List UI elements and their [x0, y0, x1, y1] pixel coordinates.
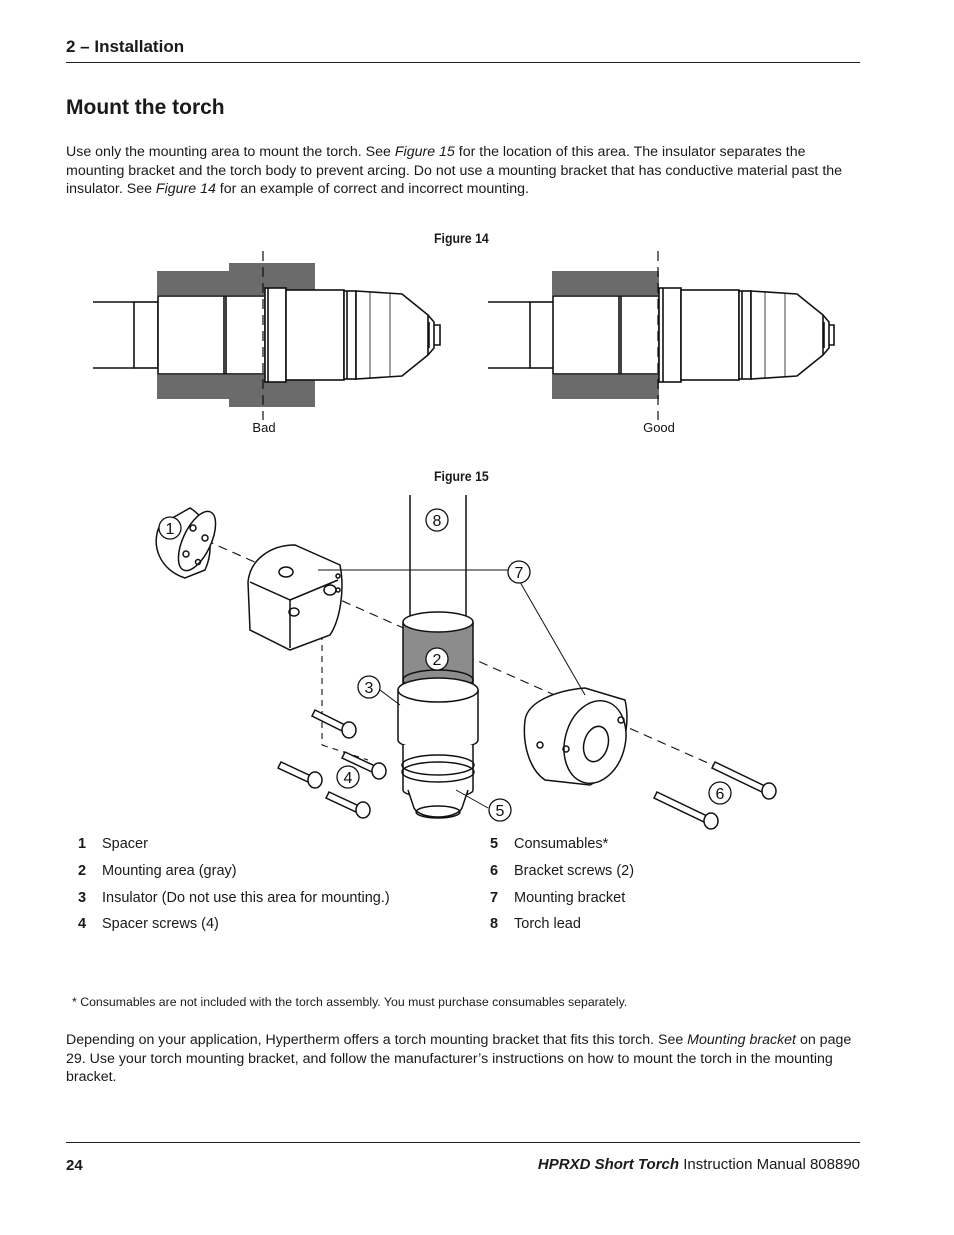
callout-1: 1	[158, 516, 182, 540]
intro-paragraph: Use only the mounting area to mount the …	[66, 144, 843, 197]
callout-3: 3	[357, 675, 381, 699]
svg-text:1: 1	[166, 521, 175, 538]
bad-mount-torch	[93, 251, 441, 420]
left-bracket-half	[247, 544, 343, 651]
bad-label: Bad	[252, 420, 275, 435]
figure-14-diagram: Bad Good	[93, 251, 835, 435]
closing-paragraph: Depending on your application, Hyperther…	[66, 1032, 852, 1085]
figure-14-reference: Figure 14	[155, 181, 216, 197]
figure-15-caption: Figure 15	[434, 468, 489, 484]
section-header: 2 – Installation	[66, 37, 185, 56]
callout-4: 4	[336, 765, 360, 789]
page-title: Mount the torch	[66, 96, 225, 119]
svg-text:3: 3	[365, 680, 374, 697]
svg-text:4: 4	[344, 770, 353, 787]
figure-15-reference: Figure 15	[394, 144, 455, 160]
svg-text:7: 7	[515, 565, 524, 582]
footer-rule	[66, 1142, 860, 1143]
callout-2: 2	[425, 647, 449, 671]
page-number: 24	[66, 1157, 83, 1174]
svg-text:6: 6	[716, 786, 725, 803]
footer-doc-title: HPRXD Short Torch Instruction Manual 808…	[537, 1156, 860, 1173]
svg-text:8: 8	[433, 513, 442, 530]
svg-text:5: 5	[496, 803, 505, 820]
callout-5: 5	[488, 798, 512, 822]
spacer-part	[155, 507, 217, 579]
mounting-bracket	[523, 687, 628, 786]
footnote: * Consumables are not included with the …	[72, 995, 628, 1009]
good-label: Good	[643, 420, 675, 435]
callout-7: 7	[507, 560, 531, 584]
torch-lead	[409, 495, 467, 620]
header-rule	[66, 62, 860, 63]
torch-body	[397, 611, 479, 819]
spacer-screws	[276, 708, 387, 819]
callout-6: 6	[708, 781, 732, 805]
bracket-screws	[652, 761, 777, 830]
callout-8: 8	[425, 508, 449, 532]
svg-text:2: 2	[433, 652, 442, 669]
good-mount-torch	[488, 251, 835, 420]
mounting-bracket-reference: Mounting bracket	[687, 1032, 797, 1048]
figure-15-diagram: 1 2 3 4 5 6 7 8	[155, 495, 781, 830]
figure-14-caption: Figure 14	[434, 230, 489, 246]
